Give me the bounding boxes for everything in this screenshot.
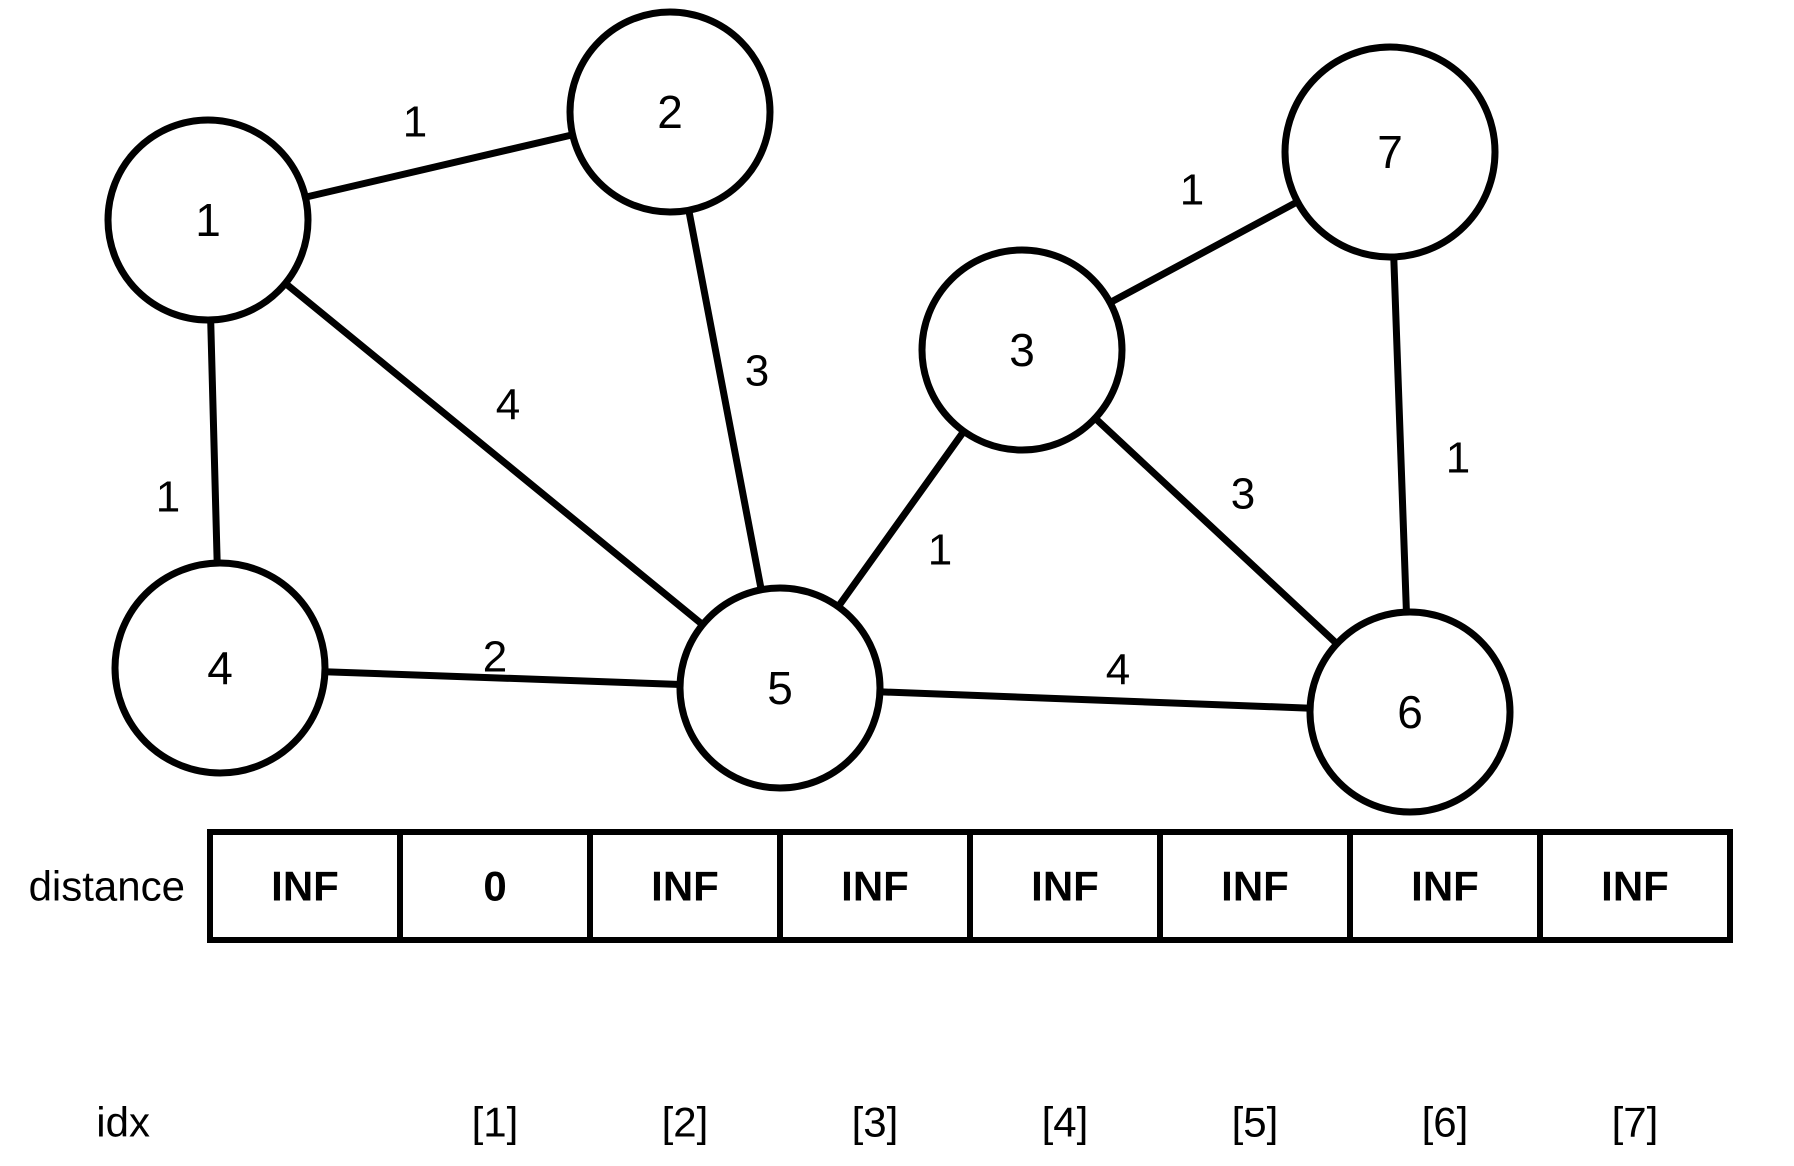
- distance-row-label: distance: [29, 863, 185, 910]
- distance-cell-value-0: INF: [271, 863, 339, 910]
- distance-cell-4[interactable]: [967, 829, 1163, 943]
- distance-cell-value-3: INF: [841, 863, 909, 910]
- graph-node-label-6: 6: [1397, 686, 1423, 738]
- edge-weight-3-7: 1: [1180, 166, 1204, 215]
- distance-cell-value-2: INF: [651, 863, 719, 910]
- distance-cell-7[interactable]: [1537, 829, 1733, 943]
- graph-node-label-3: 3: [1009, 324, 1035, 376]
- idx-cell-7: [7]: [1612, 1099, 1659, 1146]
- distance-cell-value-5: INF: [1221, 863, 1289, 910]
- graph-edge-7-6: [1390, 249, 1411, 620]
- graph-node-6[interactable]: [1306, 608, 1514, 816]
- edge-weight-4-5: 2: [483, 633, 507, 682]
- graph-node-label-4: 4: [207, 642, 233, 694]
- distance-cell-value-4: INF: [1031, 863, 1099, 910]
- graph-edge-3-7: [1103, 196, 1305, 309]
- distance-cell-value-6: INF: [1411, 863, 1479, 910]
- distance-cell-value-7: INF: [1601, 863, 1669, 910]
- edge-weight-3-6: 3: [1231, 470, 1255, 519]
- edge-weight-1-4: 1: [156, 473, 180, 522]
- distance-cell-3[interactable]: [777, 829, 973, 943]
- graph-edge-1-5: [278, 277, 710, 631]
- distance-table: distance INF 0 INF INF INF INF INF INF idx [1] [2] […: [29, 829, 1733, 1146]
- nodes-group: 1 2 3 4 5 6 7: [104, 8, 1514, 816]
- idx-cell-2: [2]: [662, 1099, 709, 1146]
- graph-edge-3-6: [1088, 411, 1344, 651]
- graph-node-2[interactable]: [566, 8, 774, 216]
- idx-cell-3: [3]: [852, 1099, 899, 1146]
- distance-cell-value-1: 0: [483, 863, 506, 910]
- graph-node-label-7: 7: [1377, 126, 1403, 178]
- edge-weights-group: 1 1 4 3 2 1 1 3 1 4: [156, 98, 1470, 695]
- graph-node-label-5: 5: [767, 662, 793, 714]
- distance-cell-5[interactable]: [1157, 829, 1353, 943]
- graph-node-1[interactable]: [104, 116, 312, 324]
- edge-weight-5-6: 4: [1106, 646, 1130, 695]
- edge-weight-7-6: 1: [1446, 434, 1470, 483]
- edges-group: [207, 130, 1411, 712]
- edge-weight-1-2: 1: [403, 98, 427, 147]
- graph-edge-1-4: [207, 312, 221, 571]
- distance-cell-0[interactable]: [207, 829, 403, 943]
- edge-weight-3-5: 1: [928, 526, 952, 575]
- idx-cell-6: [6]: [1422, 1099, 1469, 1146]
- graph-edge-1-2: [297, 130, 581, 202]
- graph-node-label-2: 2: [657, 86, 683, 138]
- graph-node-label-1: 1: [195, 194, 221, 246]
- graph-node-7[interactable]: [1281, 43, 1499, 261]
- idx-row-label: idx: [96, 1099, 150, 1146]
- edge-weight-2-5: 3: [745, 347, 769, 396]
- idx-cell-5: [5]: [1232, 1099, 1279, 1146]
- edge-weight-1-5: 4: [496, 381, 520, 430]
- idx-cell-1: [1]: [472, 1099, 519, 1146]
- graph-edge-2-5: [684, 202, 766, 598]
- graph-node-4[interactable]: [111, 559, 329, 777]
- graph-node-5[interactable]: [676, 584, 884, 792]
- graph-edge-5-6: [872, 688, 1318, 712]
- idx-cell-4: [4]: [1042, 1099, 1089, 1146]
- graph-edge-3-5: [832, 424, 970, 614]
- graph-edge-4-5: [317, 668, 688, 689]
- graph-node-3[interactable]: [918, 246, 1126, 454]
